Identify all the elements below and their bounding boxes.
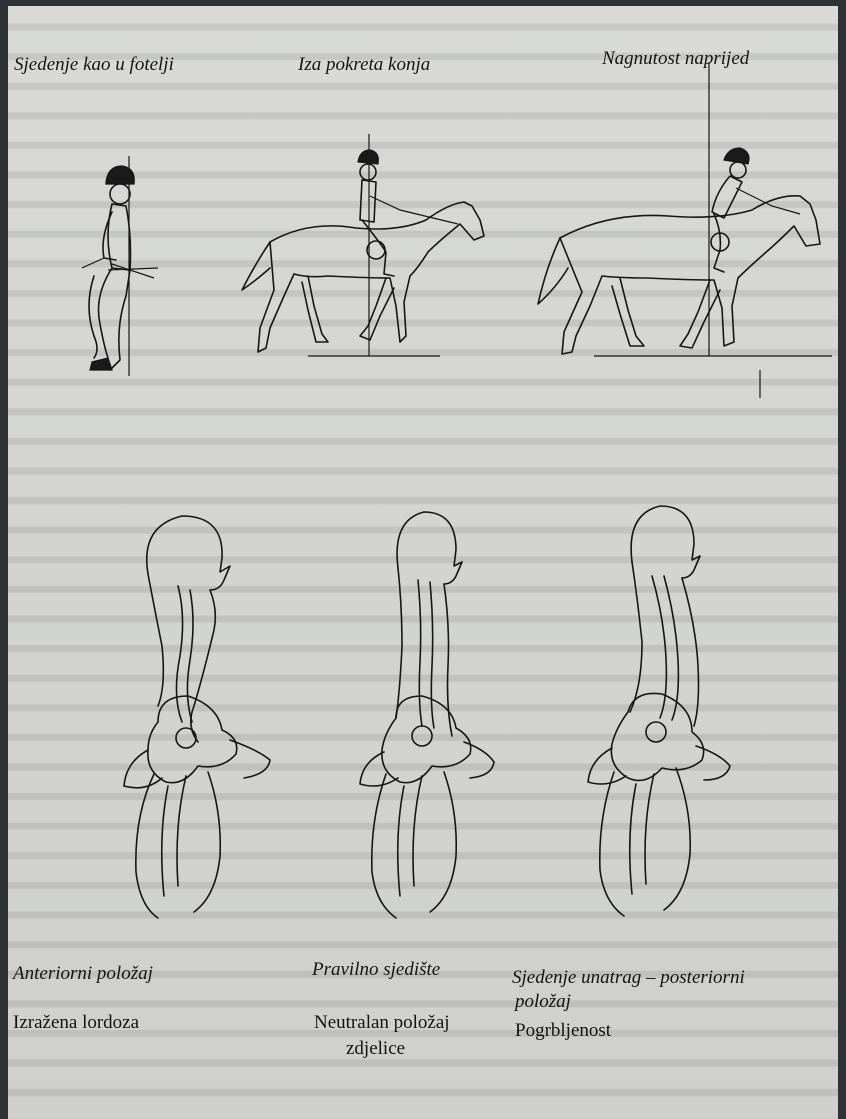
desc-slouching: Pogrbljenost: [515, 1018, 611, 1043]
desc-neutral-pelvis-line2: zdjelice: [346, 1036, 405, 1061]
caption-posterior-position-line2: položaj: [515, 990, 571, 1013]
caption-behind-movement: Iza pokreta konja: [298, 53, 430, 76]
illustrations: [8, 6, 838, 1119]
caption-armchair-seat: Sjedenje kao u fotelji: [14, 53, 174, 76]
caption-correct-seat: Pravilno sjedište: [312, 958, 440, 981]
caption-posterior-position-line1: Sjedenje unatrag – posteriorni: [512, 966, 745, 989]
armchair-rider-figure: [82, 156, 158, 376]
anterior-spine-diagram: [124, 516, 270, 918]
caption-forward-lean: Nagnutost naprijed: [602, 47, 749, 70]
posterior-spine-diagram: [588, 506, 730, 916]
neutral-spine-diagram: [360, 512, 494, 918]
desc-neutral-pelvis-line1: Neutralan položaj: [314, 1010, 450, 1035]
desc-pronounced-lordosis: Izražena lordoza: [13, 1010, 139, 1035]
book-page: Sjedenje kao u fotelji Iza pokreta konja…: [8, 6, 838, 1119]
forward-lean-rider-figure: [538, 62, 832, 398]
behind-movement-rider-figure: [242, 134, 484, 356]
caption-anterior-position: Anteriorni položaj: [13, 962, 153, 985]
